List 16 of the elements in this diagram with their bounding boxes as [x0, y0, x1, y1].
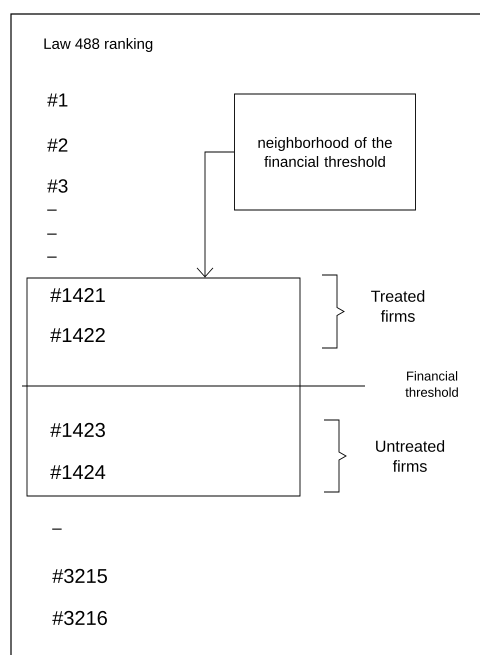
section-title: Law 488 ranking	[44, 38, 152, 52]
ellipsis-dash: –	[47, 234, 57, 235]
ellipsis-dash: –	[52, 528, 62, 530]
rank-number: #3216	[52, 610, 107, 626]
ellipsis-dash: –	[47, 210, 57, 211]
ellipsis-dash: –	[47, 256, 57, 258]
callout-box: neighborhood of the financial threshold	[234, 94, 416, 210]
rank-number: #2	[47, 138, 68, 152]
arrow	[196, 152, 234, 278]
group-label: Treated firms	[371, 290, 424, 322]
group-label: Untreated firms	[376, 440, 444, 472]
range-box: #1421 #1422 #1423 #1424	[26, 278, 300, 496]
rank-number: #1	[47, 93, 68, 107]
rank-number: #3	[47, 179, 68, 193]
rank-number: #3215	[52, 568, 107, 584]
threshold-label: Financial threshold	[405, 371, 458, 397]
